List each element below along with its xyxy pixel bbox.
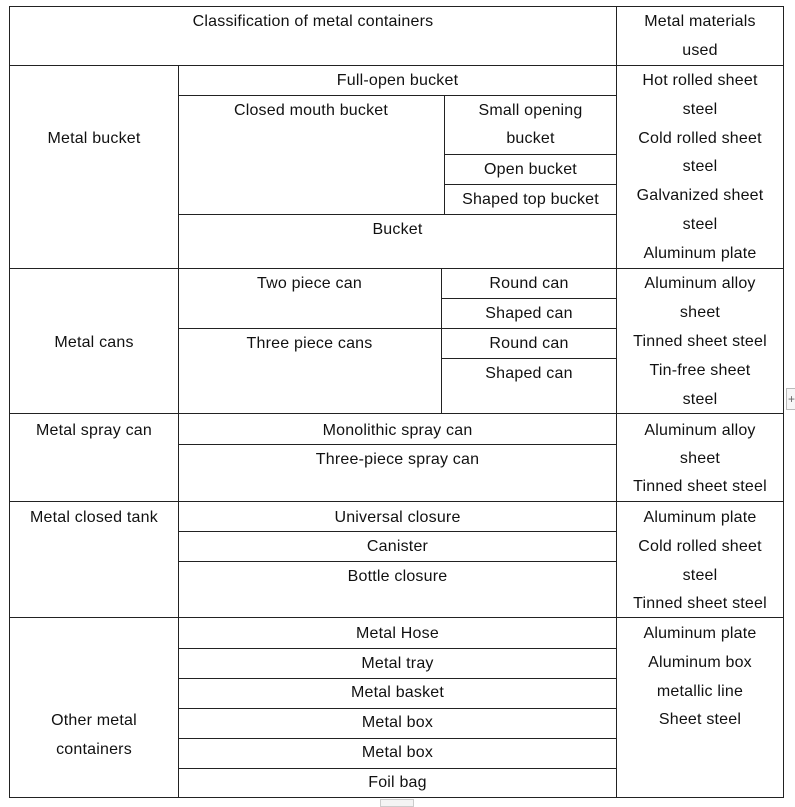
tank-divider-2 [178, 561, 617, 562]
tank-material-1: Aluminum plate [643, 509, 757, 526]
other-material-4: Sheet steel [658, 711, 742, 728]
cell-metal-box-2: Metal box [361, 744, 434, 761]
spray-material-2: sheet [679, 450, 721, 467]
cell-metal-hose: Metal Hose [356, 625, 439, 642]
table-border-left [9, 6, 10, 798]
category-metal-bucket: Metal bucket [47, 130, 141, 147]
bucket-material-2: steel [682, 101, 718, 118]
cans-material-5: steel [682, 391, 718, 408]
cell-three-piece-cans: Three piece cans [246, 335, 373, 352]
section-divider-bucket-cans [9, 268, 784, 269]
other-divider-5 [178, 768, 617, 769]
table-resize-handle[interactable] [380, 799, 414, 807]
tank-material-4: Tinned sheet steel [633, 595, 767, 612]
bucket-material-7: Aluminum plate [643, 245, 757, 262]
add-column-plus-icon[interactable]: + [786, 388, 795, 410]
cell-canister: Canister [366, 538, 429, 555]
cans-divider-3 [441, 358, 617, 359]
section-divider-cans-spray [9, 413, 784, 414]
table-border-top [9, 6, 784, 7]
table-border-bottom [9, 797, 784, 798]
other-divider-2 [178, 678, 617, 679]
tank-divider-1 [178, 531, 617, 532]
cell-shaped-can-1: Shaped can [485, 305, 573, 322]
cell-round-can-2: Round can [489, 335, 569, 352]
materials-column-divider [616, 6, 617, 798]
cans-material-1: Aluminum alloy [644, 275, 756, 292]
cell-three-piece-spray-can: Three-piece spray can [315, 451, 480, 468]
cell-shaped-can-2: Shaped can [485, 365, 573, 382]
cell-foil-bag: Foil bag [368, 774, 427, 791]
cell-shaped-top-bucket: Shaped top bucket [462, 191, 599, 208]
cell-metal-tray: Metal tray [361, 655, 434, 672]
other-divider-1 [178, 648, 617, 649]
header-materials-line1: Metal materials [644, 13, 756, 30]
cans-subdivider [441, 268, 442, 414]
bucket-material-3: Cold rolled sheet [638, 130, 762, 147]
bucket-material-1: Hot rolled sheet [642, 72, 758, 89]
cell-open-bucket: Open bucket [484, 161, 577, 178]
category-other-line1: Other metal [51, 712, 137, 729]
category-metal-closed-tank: Metal closed tank [30, 509, 158, 526]
category-metal-spray-can: Metal spray can [36, 422, 152, 439]
cell-bucket: Bucket [372, 221, 423, 238]
header-divider [9, 65, 784, 66]
header-classification: Classification of metal containers [192, 13, 434, 30]
other-divider-3 [178, 708, 617, 709]
bucket-material-5: Galvanized sheet [636, 187, 764, 204]
cans-material-3: Tinned sheet steel [633, 333, 767, 350]
bucket-material-6: steel [682, 216, 718, 233]
header-materials-line2: used [682, 42, 718, 59]
cell-bottle-closure: Bottle closure [347, 568, 448, 585]
cans-material-4: Tin-free sheet [649, 362, 751, 379]
category-column-divider [178, 66, 179, 798]
cell-closed-mouth-bucket: Closed mouth bucket [233, 102, 389, 119]
cell-metal-box-1: Metal box [361, 714, 434, 731]
tank-material-3: steel [682, 567, 718, 584]
cell-small-opening-line2: bucket [506, 130, 555, 147]
cell-metal-basket: Metal basket [350, 684, 445, 701]
spray-material-1: Aluminum alloy [644, 422, 756, 439]
cell-universal-closure: Universal closure [334, 509, 461, 526]
bucket-divider-4 [178, 214, 617, 215]
cell-round-can-1: Round can [489, 275, 569, 292]
category-other-line2: containers [56, 741, 132, 758]
cell-full-open-bucket: Full-open bucket [336, 72, 459, 89]
tank-material-2: Cold rolled sheet [638, 538, 762, 555]
bucket-divider-3 [444, 184, 617, 185]
category-metal-cans: Metal cans [54, 334, 134, 351]
table-border-right [783, 6, 784, 798]
other-material-3: metallic line [656, 683, 744, 700]
cell-small-opening-line1: Small opening [478, 102, 583, 119]
section-divider-spray-tank [9, 501, 784, 502]
cell-two-piece-can: Two piece can [257, 275, 362, 292]
bucket-material-4: steel [682, 158, 718, 175]
cans-material-2: sheet [679, 304, 721, 321]
section-divider-tank-other [9, 617, 784, 618]
cans-divider-1 [441, 298, 617, 299]
bucket-divider-2 [444, 154, 617, 155]
bucket-subdivider [444, 95, 445, 215]
cans-divider-2 [178, 328, 617, 329]
other-divider-4 [178, 738, 617, 739]
other-material-2: Aluminum box [648, 654, 752, 671]
bucket-divider-1 [178, 95, 617, 96]
other-material-1: Aluminum plate [643, 625, 757, 642]
spray-material-3: Tinned sheet steel [633, 478, 767, 495]
cell-monolithic-spray-can: Monolithic spray can [322, 422, 473, 439]
spray-divider [178, 444, 617, 445]
